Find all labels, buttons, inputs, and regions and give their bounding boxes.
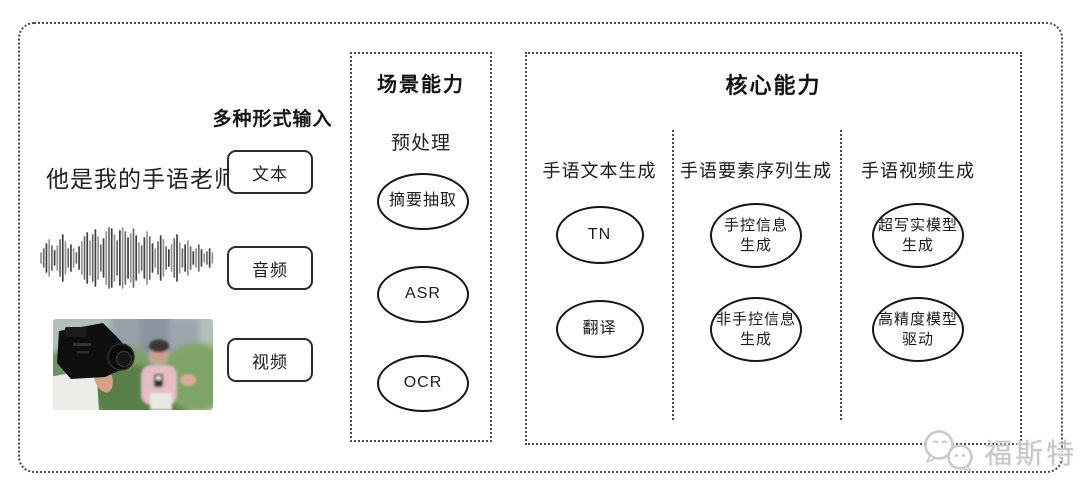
column-label: 手语视频生成: [861, 161, 975, 181]
chat-faces-icon: [924, 430, 973, 472]
watermark-text: 福斯特: [984, 438, 1078, 469]
node-translation-label: 翻译: [582, 319, 617, 337]
outer-dotted-frame: [18, 22, 1063, 473]
column-divider-1: [672, 130, 674, 420]
node-tn: TN: [555, 206, 644, 264]
watermark: 福斯特: [918, 426, 1074, 478]
node-summary-extraction-label: 摘要抽取: [388, 192, 457, 210]
input-section-title: 多种形式输入: [212, 109, 333, 130]
input-box-text: 文本: [227, 150, 313, 194]
input-box-video: 视频: [227, 338, 313, 382]
node-translation: 翻译: [555, 300, 644, 358]
core-capability-box: 核心能力 手语文本生成 TN 翻译 手语要素序列生成 手控信息 生成 非手控信息…: [525, 52, 1022, 445]
audio-waveform-icon: [38, 226, 214, 290]
news-interview-video-thumbnail: [53, 319, 213, 410]
node-summary-extraction: 摘要抽取: [377, 173, 469, 230]
core-box-title: 核心能力: [725, 73, 822, 98]
node-asr: ASR: [377, 266, 469, 323]
column-label: 手语要素序列生成: [680, 161, 832, 181]
input-box-audio-label: 音频: [252, 260, 288, 280]
node-hyper-realistic-model-generation: 超写实模型 生成: [872, 203, 964, 268]
node-high-precision-model-driving: 高精度模型 驱动: [872, 297, 964, 362]
sample-sentence-text: 他是我的手语老师: [46, 166, 238, 192]
input-box-audio: 音频: [227, 246, 313, 290]
preprocess-label: 预处理: [390, 133, 451, 154]
column-sign-element-sequence-generation: 手语要素序列生成 手控信息 生成 非手控信息 生成: [672, 54, 840, 443]
input-box-text-label: 文本: [252, 164, 288, 184]
node-non-manual-info-generation: 非手控信息 生成: [710, 297, 802, 362]
scene-capability-box: 场景能力 预处理 摘要抽取 ASR OCR: [350, 52, 492, 442]
node-asr-label: ASR: [405, 285, 441, 303]
node-ocr-label: OCR: [403, 374, 443, 392]
input-box-video-label: 视频: [252, 352, 288, 372]
scene-box-title: 场景能力: [377, 74, 465, 96]
column-sign-text-generation: 手语文本生成 TN 翻译: [527, 54, 672, 443]
node-tn-label: TN: [587, 225, 612, 243]
column-label: 手语文本生成: [542, 161, 657, 181]
node-ocr: OCR: [377, 355, 469, 412]
node-manual-info-generation: 手控信息 生成: [710, 203, 802, 268]
column-divider-2: [840, 130, 842, 420]
column-sign-video-generation: 手语视频生成 超写实模型 生成 高精度模型 驱动: [840, 54, 996, 443]
